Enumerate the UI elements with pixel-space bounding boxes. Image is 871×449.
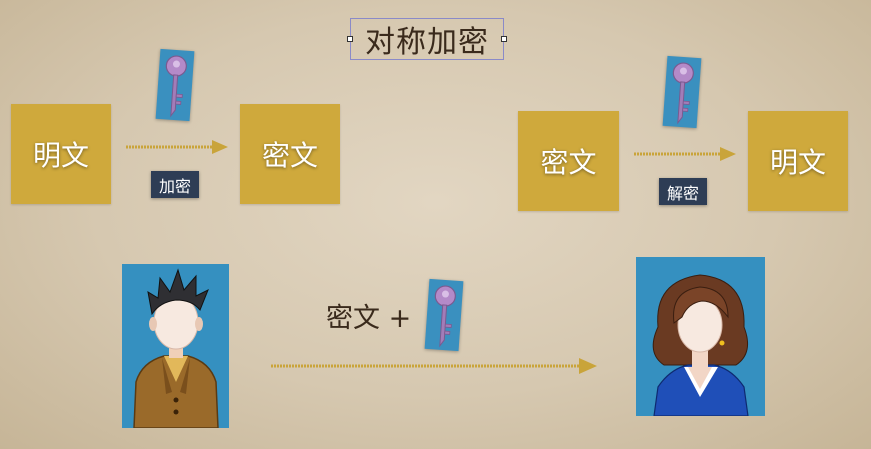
encrypt-plaintext-box: 明文 bbox=[11, 104, 111, 204]
encrypt-action-tag: 加密 bbox=[151, 171, 199, 198]
page-title[interactable]: 对称加密 bbox=[350, 18, 504, 60]
receiver-avatar bbox=[636, 257, 765, 416]
encrypt-arrow-icon bbox=[126, 140, 228, 154]
male-user-icon bbox=[133, 268, 219, 428]
decrypt-arrow-icon bbox=[634, 147, 736, 161]
encrypt-ciphertext-box: 密文 bbox=[240, 104, 340, 204]
transfer-arrow-icon bbox=[271, 358, 597, 374]
female-user-icon bbox=[652, 274, 749, 416]
decrypt-action-tag: 解密 bbox=[659, 178, 707, 205]
encrypt-key-icon bbox=[155, 48, 195, 122]
transfer-key-icon bbox=[424, 278, 464, 352]
selection-handle-left[interactable] bbox=[347, 36, 353, 42]
selection-handle-right[interactable] bbox=[501, 36, 507, 42]
decrypt-plaintext-box: 明文 bbox=[748, 111, 848, 211]
decrypt-key-icon bbox=[662, 55, 702, 129]
decrypt-ciphertext-box: 密文 bbox=[518, 111, 619, 211]
transfer-label: 密文 + bbox=[326, 303, 412, 334]
sender-avatar bbox=[122, 264, 229, 428]
